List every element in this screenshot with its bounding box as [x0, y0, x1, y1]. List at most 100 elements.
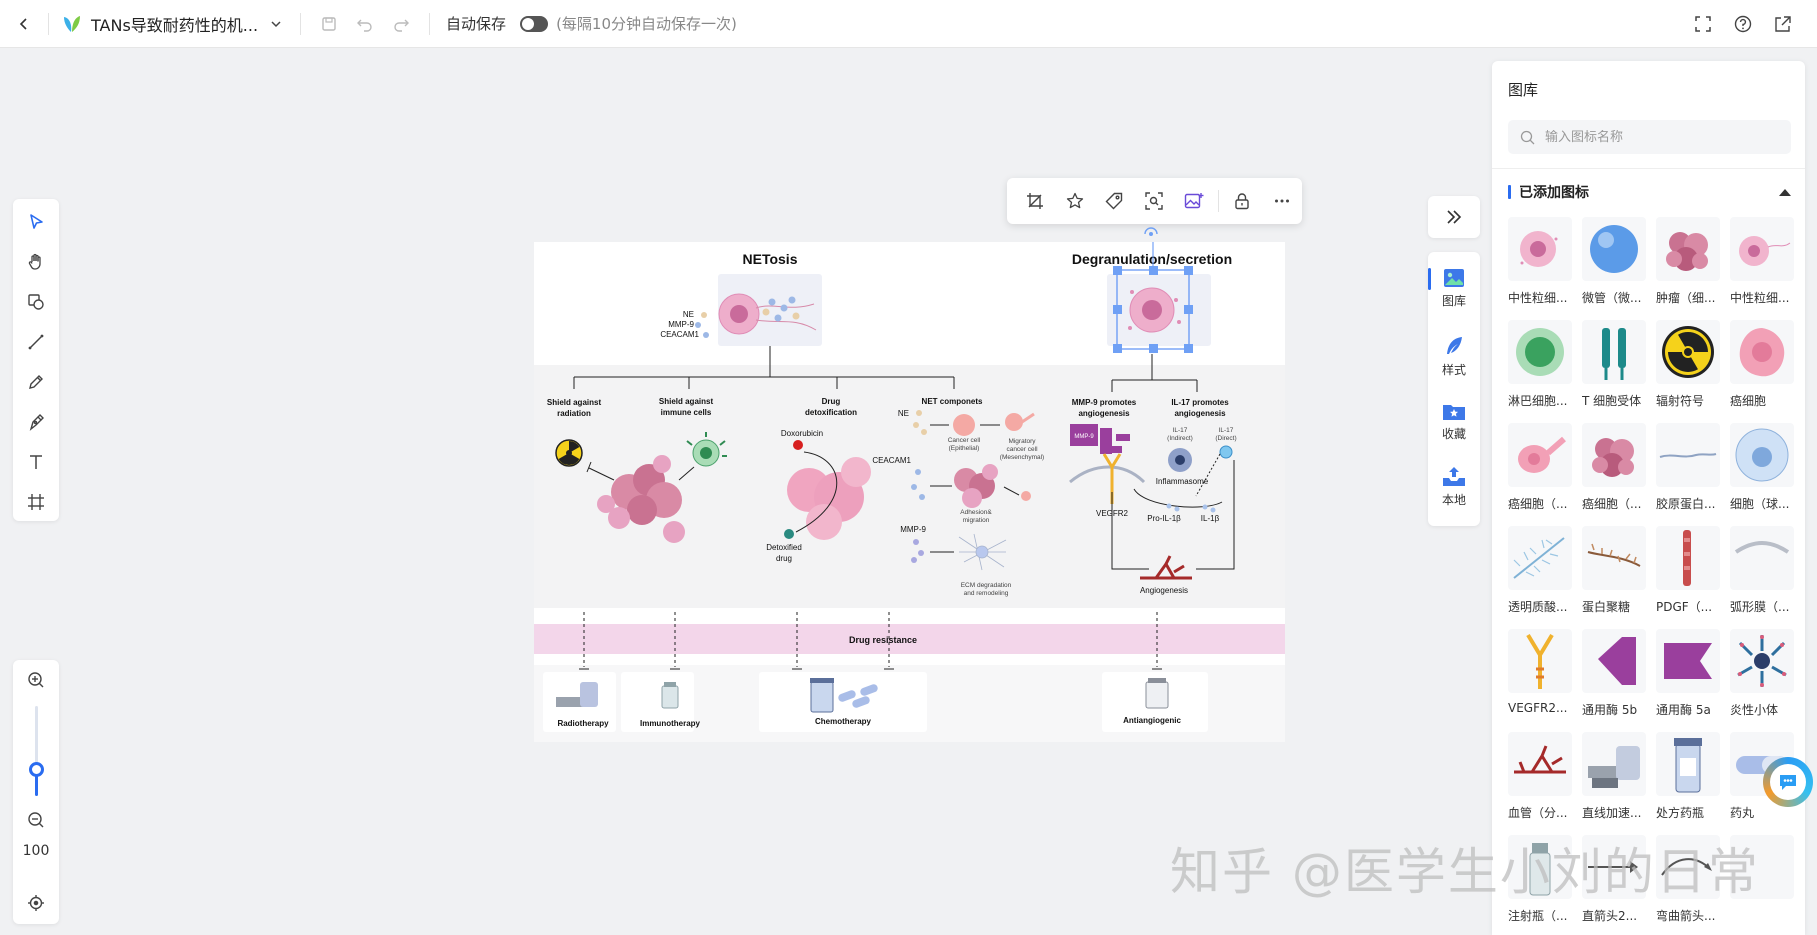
back-icon[interactable] [0, 0, 48, 48]
gallery-item[interactable]: 弯曲箭头... [1656, 835, 1720, 935]
zoom-in-icon[interactable] [13, 660, 59, 700]
lock-icon[interactable] [1223, 181, 1263, 221]
gallery-item-label: PDGF（... [1656, 600, 1713, 614]
zoom-slider-track[interactable] [35, 706, 38, 796]
tag-icon[interactable] [1094, 181, 1134, 221]
gallery-item[interactable]: 弧形膜（... [1730, 526, 1794, 629]
zoom-control: 100 [13, 660, 59, 924]
gallery-item[interactable]: 通用酶 5a [1656, 629, 1720, 732]
gallery-item[interactable]: T 细胞受体 [1582, 320, 1646, 423]
document-title[interactable]: TANs导致耐药性的机... [91, 15, 259, 35]
star-icon[interactable] [1055, 181, 1095, 221]
more-icon[interactable] [1262, 181, 1302, 221]
rail-label-favorites: 收藏 [1441, 427, 1466, 441]
frame-tool-icon[interactable] [13, 482, 59, 522]
shape-tool-icon[interactable] [13, 282, 59, 322]
rail-item-gallery[interactable]: 图库 [1428, 252, 1480, 324]
gallery-item[interactable]: 血管（分... [1508, 732, 1572, 835]
collapse-panel-button[interactable] [1428, 196, 1480, 238]
chat-assistant-button[interactable] [1763, 757, 1813, 807]
pen-tool-icon[interactable] [13, 402, 59, 442]
gallery-item[interactable]: 注射瓶（... [1508, 835, 1572, 935]
gallery-item-label: 直线加速... [1582, 806, 1642, 820]
line-tool-icon[interactable] [13, 322, 59, 362]
redo-icon[interactable] [383, 6, 419, 42]
tumor-icon [1656, 217, 1720, 281]
gallery-item-label: 中性粒细... [1508, 291, 1568, 305]
il1b-label: IL-1β [1201, 514, 1220, 523]
antiangiogenic-graphic [1145, 678, 1169, 709]
gallery-item[interactable]: 细胞（球... [1730, 423, 1794, 526]
gallery-panel: 图库 已添加图标 中性粒细...微管（微...肿瘤（细...中性粒细...淋巴细… [1492, 61, 1805, 935]
scan-icon[interactable] [1134, 181, 1174, 221]
gallery-item-label: 弯曲箭头... [1656, 909, 1716, 923]
gallery-item[interactable]: 肿瘤（细... [1656, 217, 1720, 320]
gallery-item[interactable]: 通用酶 5b [1582, 629, 1646, 732]
gallery-item[interactable]: 淋巴细胞... [1508, 320, 1572, 423]
divider [300, 12, 302, 35]
gallery-item[interactable]: 直箭头2... [1582, 835, 1646, 935]
hyaluronic-icon [1508, 526, 1572, 590]
select-tool-icon[interactable] [13, 202, 59, 242]
pencil-tool-icon[interactable] [13, 362, 59, 402]
gallery-item[interactable]: 癌细胞（... [1582, 423, 1646, 526]
gallery-item[interactable]: 直线加速... [1582, 732, 1646, 835]
net-components-label: NET componets [922, 397, 983, 406]
gallery-item[interactable]: 透明质酸... [1508, 526, 1572, 629]
drug-resistance-label: Drug resistance [849, 635, 917, 645]
save-icon[interactable] [311, 6, 347, 42]
ne-sub-label: NE [898, 409, 909, 418]
crop-icon[interactable] [1015, 181, 1055, 221]
section-added-icons[interactable]: 已添加图标 [1508, 182, 1791, 202]
gallery-item[interactable]: 癌细胞（... [1508, 423, 1572, 526]
mmp9-enzyme-label: MMP-9 [1074, 434, 1094, 440]
gallery-item[interactable]: PDGF（... [1656, 526, 1720, 629]
gallery-item-label: 细胞（球... [1730, 497, 1790, 511]
panel-title: 图库 [1508, 81, 1539, 99]
zoom-slider-handle[interactable] [29, 762, 44, 777]
collapse-arrow-icon[interactable] [1779, 188, 1791, 196]
gallery-item-label: 淋巴细胞... [1508, 394, 1568, 408]
cancermigr-icon [1508, 423, 1572, 487]
gallery-item[interactable]: 中性粒细... [1730, 217, 1794, 320]
gallery-item[interactable]: 胶原蛋白... [1656, 423, 1720, 526]
fullscreen-icon[interactable] [1683, 4, 1723, 44]
gallery-item-label: 血管（分... [1508, 806, 1568, 820]
export-icon[interactable] [1763, 4, 1803, 44]
rotate-handle-icon[interactable] [1141, 224, 1161, 240]
rail-label-local: 本地 [1441, 493, 1466, 507]
inflammasome-graphic [1168, 448, 1192, 472]
zoom-out-icon[interactable] [13, 800, 59, 840]
canvas-figure[interactable]: NETosis Degranulation/secretion NE MMP-9… [534, 242, 1285, 742]
rail-item-local[interactable]: 本地 [1428, 454, 1480, 519]
rail-item-style[interactable]: 样式 [1428, 324, 1480, 389]
rail-item-favorites[interactable]: 收藏 [1428, 389, 1480, 454]
gallery-item[interactable] [1730, 835, 1794, 935]
gallery-item[interactable]: 蛋白聚糖 [1582, 526, 1646, 629]
gallery-item[interactable]: 癌细胞 [1730, 320, 1794, 423]
image-ai-icon[interactable] [1174, 181, 1214, 221]
divider [429, 12, 431, 35]
text-tool-icon[interactable] [13, 442, 59, 482]
search-input[interactable] [1545, 129, 1775, 145]
undo-icon[interactable] [347, 6, 383, 42]
gallery-item[interactable]: 炎性小体 [1730, 629, 1794, 732]
gallery-item[interactable]: 中性粒细... [1508, 217, 1572, 320]
gallery-item[interactable]: 微管（微... [1582, 217, 1646, 320]
autosave-toggle[interactable] [520, 15, 549, 32]
gallery-item[interactable]: VEGFR2... [1508, 629, 1572, 732]
gallery-item[interactable]: 处方药瓶 [1656, 732, 1720, 835]
hand-tool-icon[interactable] [13, 242, 59, 282]
chevron-down-icon[interactable] [262, 10, 290, 38]
gallery-item-label: 直箭头2... [1582, 909, 1638, 923]
zoom-value[interactable]: 100 [22, 843, 50, 859]
help-icon[interactable] [1723, 4, 1763, 44]
locate-icon[interactable] [13, 883, 59, 923]
adhesion-cluster [954, 464, 998, 508]
gallery-item-label: 癌细胞（... [1508, 497, 1568, 511]
gallery-item[interactable]: 辐射符号 [1656, 320, 1720, 423]
search-box[interactable] [1508, 120, 1791, 154]
